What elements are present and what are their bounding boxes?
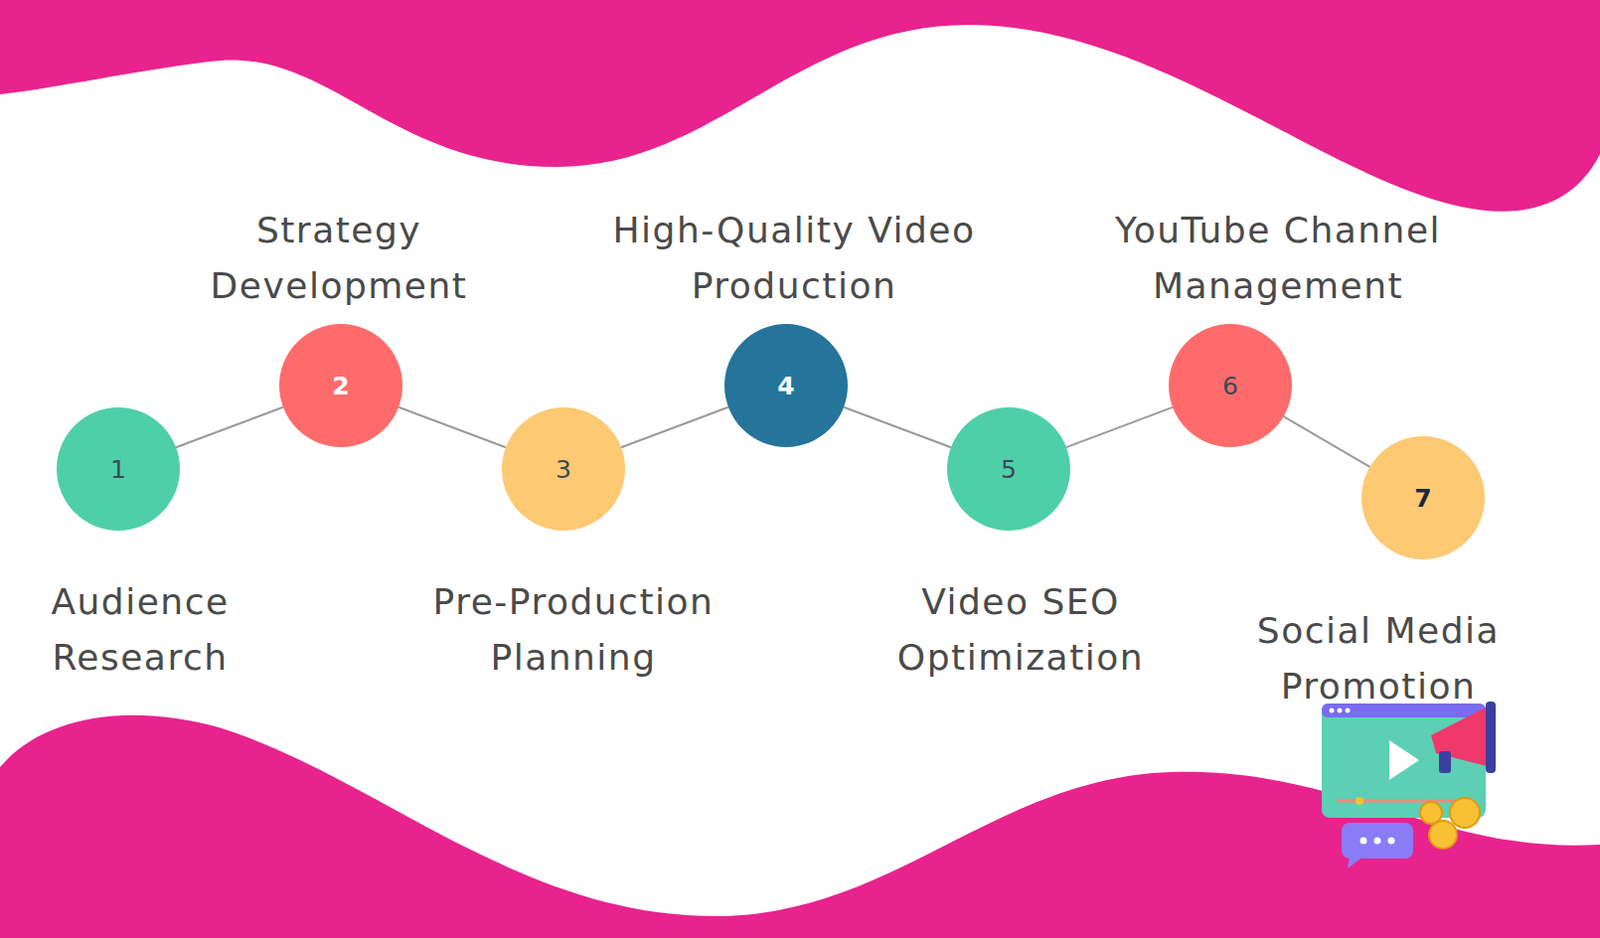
step-circle: 3Pre-Production Planning [501, 407, 626, 531]
step-number: 7 [1361, 436, 1485, 560]
step-circle: 6YouTube Channel Management [1168, 323, 1292, 448]
step-circle: 5Video SEO Optimization [947, 407, 1071, 531]
step-heading: YouTube Channel Management [1079, 202, 1477, 315]
step-circle: 7Social Media Promotion [1361, 436, 1485, 560]
step-heading: Audience Research [5, 574, 275, 686]
coin [1449, 798, 1480, 828]
dot [1374, 837, 1382, 845]
step-heading: Pre-Production Planning [389, 574, 758, 686]
connector-line [1066, 407, 1173, 448]
play-icon [1389, 740, 1420, 781]
step-number: 4 [724, 323, 848, 448]
chat-bubble [1341, 822, 1414, 859]
step-number: 1 [56, 407, 180, 531]
dot [1337, 708, 1343, 714]
chat-tail [1347, 856, 1364, 869]
step-heading: Social Media Promotion [1224, 603, 1533, 715]
coin [1420, 801, 1442, 824]
step-heading: Video SEO Optimization [866, 574, 1175, 686]
step-number: 2 [279, 323, 403, 448]
step-number: 6 [1168, 323, 1292, 448]
megaphone-handle [1439, 751, 1451, 774]
video-marketing-icon [1321, 701, 1496, 869]
connector-line [1283, 416, 1371, 468]
step-circle: 4High-Quality Video Production [724, 323, 848, 448]
dot [1345, 708, 1351, 714]
step-number: 5 [947, 407, 1071, 531]
megaphone-rim [1485, 701, 1496, 774]
connector-line [843, 407, 952, 448]
connector-line [175, 407, 284, 448]
step-heading: Strategy Development [189, 202, 488, 315]
top-wave [0, 0, 1600, 212]
dot [1329, 708, 1335, 714]
progress-knob [1355, 797, 1364, 805]
step-heading: High-Quality Video Production [590, 202, 998, 315]
step-circle: 2Strategy Development [279, 323, 403, 448]
step-number: 3 [501, 407, 626, 531]
connector-line [621, 407, 729, 448]
dot [1360, 837, 1368, 845]
step-circle: 1Audience Research [56, 407, 180, 531]
dot [1388, 837, 1396, 845]
coin [1429, 820, 1457, 849]
connector-line [398, 407, 506, 448]
